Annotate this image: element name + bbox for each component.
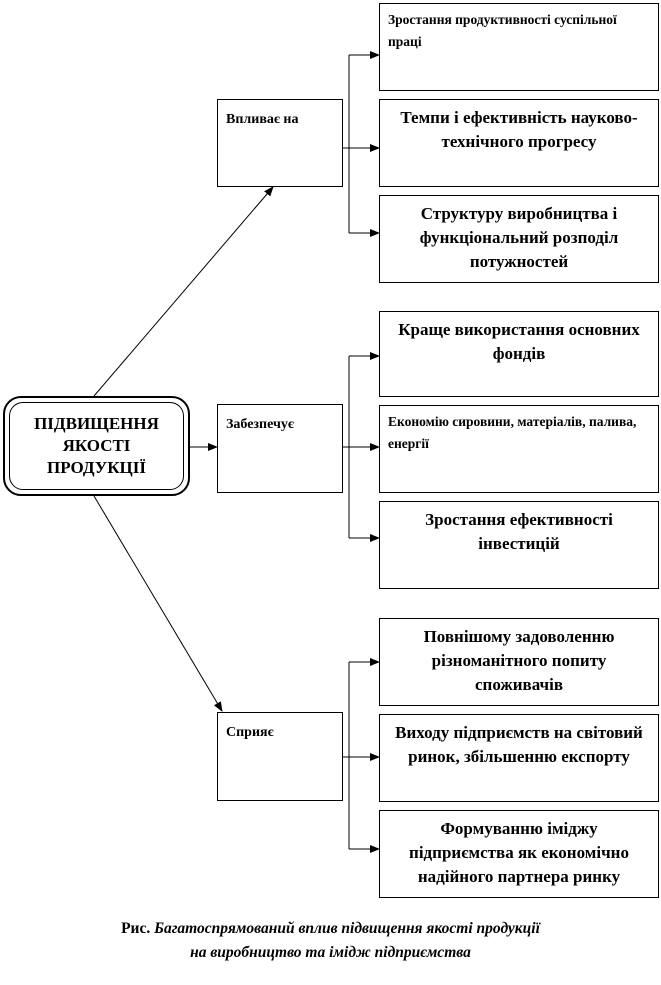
caption-prefix: Рис. <box>121 920 151 937</box>
group-label-box-spryiaie: Сприяє <box>217 712 343 801</box>
leaf-text: Зростання продуктивності суспільної прац… <box>388 12 617 49</box>
arrow-center-to-vplyvaie <box>93 186 274 397</box>
leaf-box: Економію сировини, матеріалів, палива, е… <box>379 405 659 493</box>
leaf-text: Краще використання основних фондів <box>398 320 640 363</box>
leaf-text: Економію сировини, матеріалів, палива, е… <box>388 414 637 451</box>
leaf-box: Зростання продуктивності суспільної прац… <box>379 3 659 91</box>
group-label-box-vplyvaie: Впливає на <box>217 99 343 187</box>
leaf-text: Виходу підприємств на світовий ринок, зб… <box>395 723 643 766</box>
figure-caption: Рис. Багатоспрямований вплив підвищення … <box>0 917 661 965</box>
center-node: ПІДВИЩЕННЯ ЯКОСТІ ПРОДУКЦІЇ <box>3 396 190 496</box>
group-label: Сприяє <box>226 725 274 740</box>
leaf-text: Формуванню іміджу підприємства як економ… <box>409 819 629 886</box>
leaf-box: Темпи і ефективність науково-технічного … <box>379 99 659 187</box>
leaf-box: Краще використання основних фондів <box>379 311 659 397</box>
leaf-box: Структуру виробництва і функціональний р… <box>379 195 659 283</box>
leaf-box: Зростання ефективності інвестицій <box>379 501 659 589</box>
group-label: Впливає на <box>226 112 299 127</box>
leaf-text: Структуру виробництва і функціональний р… <box>419 204 619 271</box>
group-label: Забезпечує <box>226 417 294 432</box>
caption-line1: Багатоспрямований вплив підвищення якост… <box>154 920 540 937</box>
group-label-box-zabezpechuie: Забезпечує <box>217 404 343 493</box>
leaf-box: Виходу підприємств на світовий ринок, зб… <box>379 714 659 802</box>
leaf-text: Темпи і ефективність науково-технічного … <box>400 108 638 151</box>
leaf-box: Формуванню іміджу підприємства як економ… <box>379 810 659 898</box>
arrow-center-to-spryiaie <box>93 495 223 712</box>
center-node-label: ПІДВИЩЕННЯ ЯКОСТІ ПРОДУКЦІЇ <box>34 414 159 477</box>
caption-line2: на виробництво та імідж підприємства <box>190 944 471 961</box>
leaf-text: Повнішому задоволенню різноманітного поп… <box>423 627 615 694</box>
leaf-box: Повнішому задоволенню різноманітного поп… <box>379 618 659 706</box>
leaf-text: Зростання ефективності інвестицій <box>425 510 613 553</box>
